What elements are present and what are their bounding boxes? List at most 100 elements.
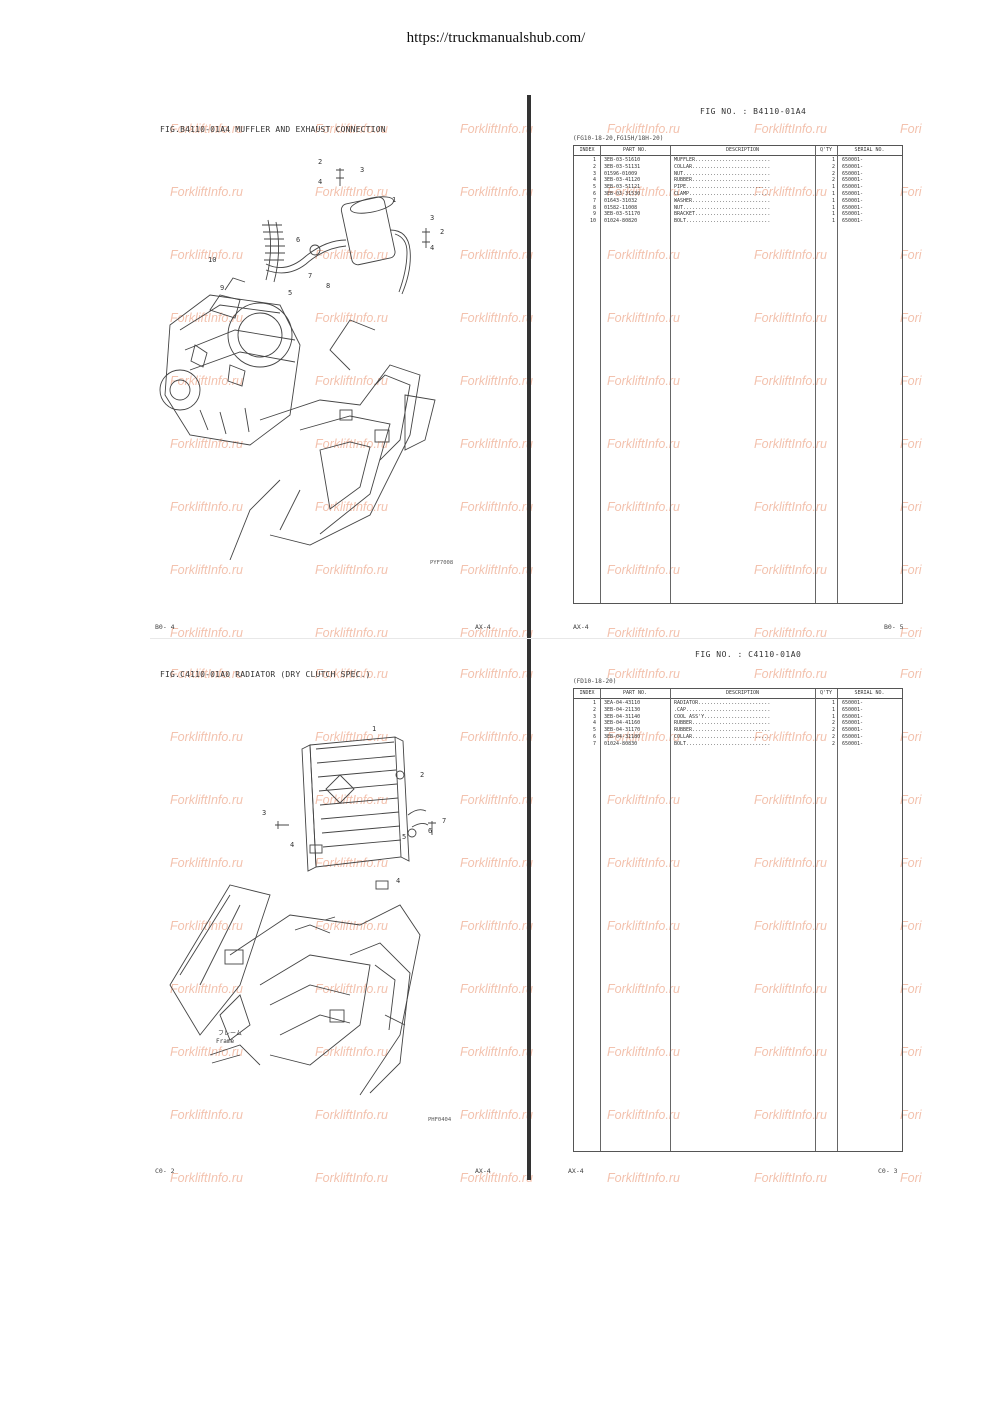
row-serial: 650001- (842, 177, 864, 184)
watermark-text: ForkliftInfo.ru (460, 311, 533, 325)
col-qty: Q'TY (819, 690, 833, 696)
callout-r4: 4 (290, 841, 294, 849)
row-part-no: 01024-80820 (604, 218, 638, 225)
row-description: CLAMP........................... (674, 190, 771, 197)
watermark-text: ForkliftInfo.ru (460, 122, 533, 136)
row-serial: 650001- (842, 706, 864, 713)
row-part-no: 3EA-04-43110 (604, 700, 641, 706)
row-part-no: 3EB-04-31170 (604, 727, 641, 734)
watermark-text: ForkliftInfo.ru (170, 1108, 243, 1122)
callout-8: 8 (326, 282, 330, 290)
row-serial: 650001- (842, 170, 864, 177)
row-index: 7 (592, 197, 596, 204)
row-index: 2 (592, 706, 596, 713)
row-part-no: 3EB-03-51131 (604, 163, 641, 170)
col-serial: SERIAL NO. (854, 690, 885, 696)
radiator-drawing: 1 2 3 4 5 6 7 4 フレーム Frame (169, 725, 446, 1096)
watermark-text: Fori (900, 1108, 922, 1122)
frame-label-jp: フレーム (218, 1030, 242, 1037)
watermark-text: ForkliftInfo.ru (315, 1108, 388, 1122)
row-qty: 2 (831, 740, 835, 747)
watermark-text: Fori (900, 563, 922, 577)
row-description: COLLAR.......................... (674, 733, 771, 740)
watermark-text: ForkliftInfo.ru (460, 919, 533, 933)
watermark-text: Fori (900, 730, 922, 744)
callout-4: 4 (318, 178, 322, 186)
table-header: INDEX PART NO. DESCRIPTION Q'TY SERIAL N… (574, 146, 902, 156)
watermark-text: Fori (900, 248, 922, 262)
page-code-ax4-tl: AX-4 (475, 623, 491, 631)
watermark-text: ForkliftInfo.ru (460, 437, 533, 451)
source-url[interactable]: https://truckmanualshub.com/ (406, 30, 586, 46)
row-qty: 1 (831, 190, 835, 197)
watermark-text: Fori (900, 311, 922, 325)
row-qty: 2 (831, 163, 835, 170)
row-serial: 650001- (842, 713, 864, 720)
row-qty: 1 (831, 157, 835, 163)
row-qty: 1 (831, 184, 835, 191)
fig-title-radiator: FIG.C4110-01A0 RADIATOR (DRY CLUTCH SPEC… (160, 670, 371, 679)
row-index: 10 (589, 218, 596, 225)
row-part-no: 3EB-03-31530 (604, 190, 641, 197)
watermark-text: ForkliftInfo.ru (170, 1171, 243, 1185)
row-description: PIPE............................ (674, 184, 771, 191)
row-serial: 650001- (842, 700, 864, 706)
watermark-text: Fori (900, 500, 922, 514)
callout-3: 3 (360, 166, 364, 174)
watermark-text: Fori (900, 793, 922, 807)
row-serial: 650001- (842, 733, 864, 740)
row-qty: 2 (831, 727, 835, 734)
row-qty: 1 (831, 706, 835, 713)
muffler-exhaust-drawing: 1 2 3 4 5 6 7 8 9 10 2 3 4 (159, 158, 444, 560)
row-index: 3 (592, 170, 596, 177)
col-part-no: PART NO. (622, 147, 648, 153)
row-qty: 1 (831, 197, 835, 204)
row-description: NUT............................. (674, 204, 771, 211)
callout-2b: 2 (440, 228, 444, 236)
row-serial: 650001- (842, 184, 864, 191)
row-qty: 1 (831, 218, 835, 225)
row-part-no: 3EB-04-31140 (604, 713, 641, 720)
drawing-code-muffler: PYF7008 (430, 560, 454, 566)
table-header: INDEX PART NO. DESCRIPTION Q'TY SERIAL N… (574, 689, 902, 699)
callout-7: 7 (308, 272, 312, 280)
model-range-top: (FG10-18-20,FG15H/18H-20) (573, 135, 664, 142)
callout-r7: 7 (442, 817, 446, 825)
page-number-b0-4: B0- 4 (155, 623, 175, 631)
row-index: 2 (592, 163, 596, 170)
binding-spine (527, 95, 531, 1180)
callout-r4b: 4 (396, 877, 400, 885)
model-range-bottom: (FD10-18-20) (573, 678, 617, 685)
callout-r2: 2 (420, 771, 424, 779)
watermark-text: ForkliftInfo.ru (315, 1171, 388, 1185)
callout-6: 6 (296, 236, 300, 244)
row-part-no: 3EB-03-51170 (604, 211, 641, 218)
col-index: INDEX (579, 690, 595, 696)
callout-10: 10 (208, 256, 216, 264)
page-code-ax4-br: AX-4 (568, 1167, 584, 1175)
row-index: 1 (592, 157, 596, 163)
row-serial: 650001- (842, 163, 864, 170)
row-part-no: 01024-80830 (604, 740, 638, 747)
watermark-text: ForkliftInfo.ru (754, 122, 827, 136)
row-description: BOLT............................ (674, 218, 771, 225)
watermark-text: ForkliftInfo.ru (607, 667, 680, 681)
row-description: RUBBER.......................... (674, 727, 771, 734)
row-part-no: 3EB-03-41120 (604, 177, 641, 184)
callout-9: 9 (220, 284, 224, 292)
watermark-text: ForkliftInfo.ru (460, 563, 533, 577)
row-index: 4 (592, 177, 596, 184)
callout-3b: 3 (430, 214, 434, 222)
row-part-no: 01582-11008 (604, 204, 638, 211)
watermark-text: ForkliftInfo.ru (754, 1171, 827, 1185)
callout-1: 1 (392, 196, 396, 204)
